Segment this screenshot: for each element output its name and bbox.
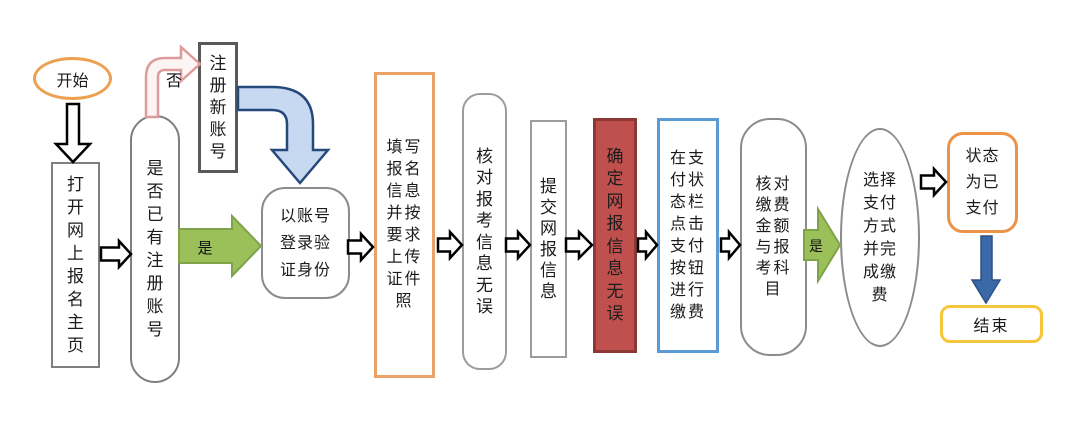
branch-label-yes-pay: 是	[809, 238, 823, 254]
node-end: 结束	[940, 305, 1043, 343]
node-open-homepage: 打 开 网 上 报 名 主 页	[51, 162, 100, 368]
branch-label-yes-login: 是	[197, 239, 213, 257]
arrow-check-info-to-submit	[504, 228, 532, 262]
node-fill-info-upload-photo: 填写 报名 信息 并按 要求 上传 证件 照	[374, 72, 435, 378]
arrow-start-to-open	[53, 102, 93, 164]
arrow-choose-to-status	[919, 165, 948, 199]
paid-to-end-arrow	[970, 235, 1002, 305]
arrow-confirm-to-click-pay	[636, 228, 659, 262]
node-check-payment-amount: 核对 缴费 金额 与报 考科 目	[740, 118, 807, 356]
arrow-login-to-fill	[346, 230, 375, 264]
arrow-open-to-has-account	[99, 237, 133, 271]
node-submit-online-info: 提 交 网 报 信 息	[530, 120, 567, 358]
node-status-paid: 状态 为已 支付	[947, 132, 1018, 233]
node-check-exam-info: 核 对 报 考 信 息 无 误	[462, 93, 507, 370]
node-register-new-account: 注 册 新 账 号	[198, 42, 238, 173]
register-to-login-arrow	[236, 85, 331, 185]
node-confirm-online-info: 确 定 网 报 信 息 无 误	[593, 118, 637, 353]
branch-label-no: 否	[165, 73, 182, 90]
node-choose-payment-method: 选择 支付 方式 并完 成缴 费	[840, 128, 920, 347]
node-click-pay-button: 在支 付状 态栏 点击 支付 按钮 进行 缴费	[657, 118, 719, 353]
node-start: 开始	[33, 57, 112, 100]
arrow-click-pay-to-check-amount	[719, 228, 742, 262]
arrow-submit-to-confirm	[564, 228, 594, 262]
arrow-fill-to-check-info	[436, 228, 464, 262]
node-login-verify: 以账号 登录验 证身份	[261, 187, 350, 299]
node-has-account-decision: 是 否 已 有 注 册 账 号	[130, 115, 180, 383]
